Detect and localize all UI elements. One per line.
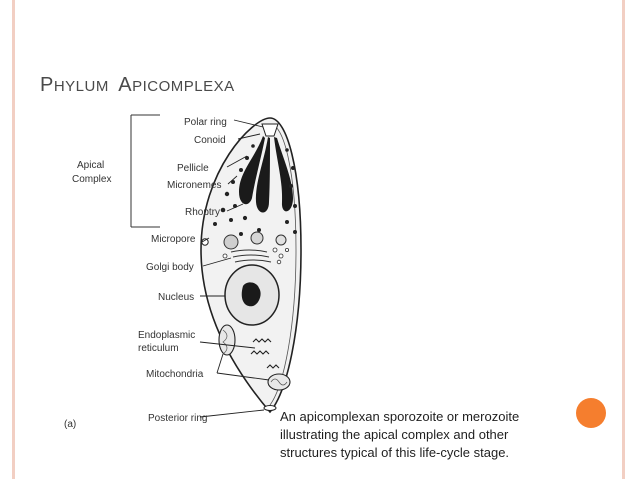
apicomplexan-diagram: Apical Complex: [64, 114, 302, 430]
apical-complex-label-line1: Apical: [77, 160, 104, 171]
golgi-body: [230, 249, 272, 263]
title-initial-a: A: [118, 74, 133, 96]
caption-line-2: illustrating the apical complex and othe…: [280, 427, 509, 442]
label-micropore: Micropore: [151, 234, 196, 245]
rhoptries: [239, 136, 293, 213]
label-rhoptry: Rhoptry: [185, 207, 220, 218]
label-golgi-body: Golgi body: [146, 262, 194, 273]
conoid: [261, 123, 279, 137]
accent-circle: [576, 398, 606, 428]
label-posterior-ring: Posterior ring: [148, 413, 207, 424]
caption-line-3: structures typical of this life-cycle st…: [280, 445, 510, 460]
dense-granule: [250, 231, 264, 245]
title-rest-a: PICOMPLEXA: [132, 78, 235, 95]
mitochondria: [218, 324, 291, 391]
title-rest-p: HYLUM: [53, 78, 109, 95]
slide-frame-left: [12, 0, 15, 479]
title-initial-p: P: [40, 74, 54, 96]
caption-line-1: An apicomplexan sporozoite or merozoite: [280, 409, 520, 424]
posterior-ring: [263, 405, 277, 411]
endoplasmic-reticulum: [250, 338, 280, 369]
slide-frame-right: [622, 0, 625, 479]
label-er-line2: reticulum: [138, 343, 179, 354]
panel-label: (a): [64, 419, 76, 430]
label-pellicle: Pellicle: [177, 163, 209, 174]
apical-complex-label-line2: Complex: [72, 174, 111, 185]
apical-complex-bracket: [130, 114, 160, 228]
label-polar-ring: Polar ring: [184, 117, 227, 128]
label-conoid: Conoid: [194, 135, 226, 146]
label-mitochondria: Mitochondria: [146, 369, 204, 380]
slide-title: PHYLUM APICOMPLEXA: [40, 62, 235, 99]
leader-lines: [199, 119, 270, 418]
label-micronemes: Micronemes: [167, 180, 221, 191]
nucleolus: [241, 282, 261, 307]
micropore: [201, 238, 209, 246]
golgi-vesicles: [222, 247, 289, 265]
label-er-line1: Endoplasmic: [138, 330, 195, 341]
dense-granule: [223, 234, 239, 250]
figure-caption: An apicomplexan sporozoite or merozoite …: [280, 408, 580, 462]
dense-granule: [275, 234, 287, 246]
label-nucleus: Nucleus: [158, 292, 194, 303]
